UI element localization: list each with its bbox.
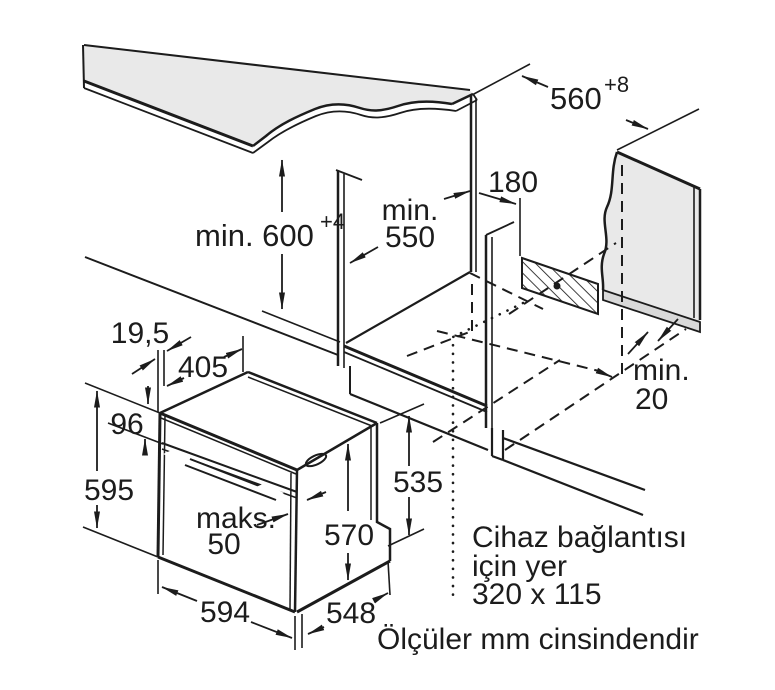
note-units: Ölçüler mm cinsindendir	[377, 623, 699, 656]
dim-side-height: 570	[324, 519, 374, 552]
dim-rear-height: 535	[393, 466, 443, 499]
tall-cabinet	[84, 96, 646, 517]
dim-rear-gap-2: 20	[635, 383, 668, 416]
dim-door-protrusion-2: 50	[207, 528, 240, 561]
dim-top-depth: 405	[178, 351, 228, 384]
dim-oven-depth: 548	[326, 597, 376, 630]
dim-niche-width: 560	[550, 81, 602, 116]
countertop	[82, 44, 478, 154]
dim-connection-offset: 180	[488, 166, 538, 199]
dim-front-overhang: 19,5	[111, 317, 169, 350]
hidden-edges	[406, 165, 687, 602]
oven-handle	[163, 450, 284, 501]
dim-oven-height: 595	[84, 474, 134, 507]
dim-niche-depth-2: 550	[385, 221, 435, 254]
notes: Cihaz bağlantısı için yer 320 x 115 Ölçü…	[377, 521, 699, 656]
dimension-lines	[82, 63, 700, 650]
grip-cutout	[304, 452, 328, 468]
connection-area-hatch	[521, 256, 599, 316]
note-connection-2: için yer	[472, 550, 567, 583]
note-connection-3: 320 x 115	[472, 578, 602, 611]
dim-door-protrusion-1: maks.	[196, 502, 276, 535]
connection-leader-line	[451, 301, 525, 602]
oven	[156, 370, 392, 614]
side-panel	[600, 150, 702, 334]
dim-niche-depth-1: min.	[382, 194, 439, 227]
dimension-labels: min. 600 +4 min. 550 180 560 +8 min. 20 …	[84, 72, 690, 630]
dim-rear-gap-1: min.	[633, 354, 690, 387]
dim-niche-width-tol: +8	[604, 72, 629, 97]
dim-oven-width: 594	[200, 596, 250, 629]
dim-panel-height: 96	[110, 408, 143, 441]
dim-niche-height: min. 600	[195, 218, 314, 253]
dim-niche-height-tol: +4	[320, 209, 345, 234]
note-connection-1: Cihaz bağlantısı	[472, 521, 687, 554]
